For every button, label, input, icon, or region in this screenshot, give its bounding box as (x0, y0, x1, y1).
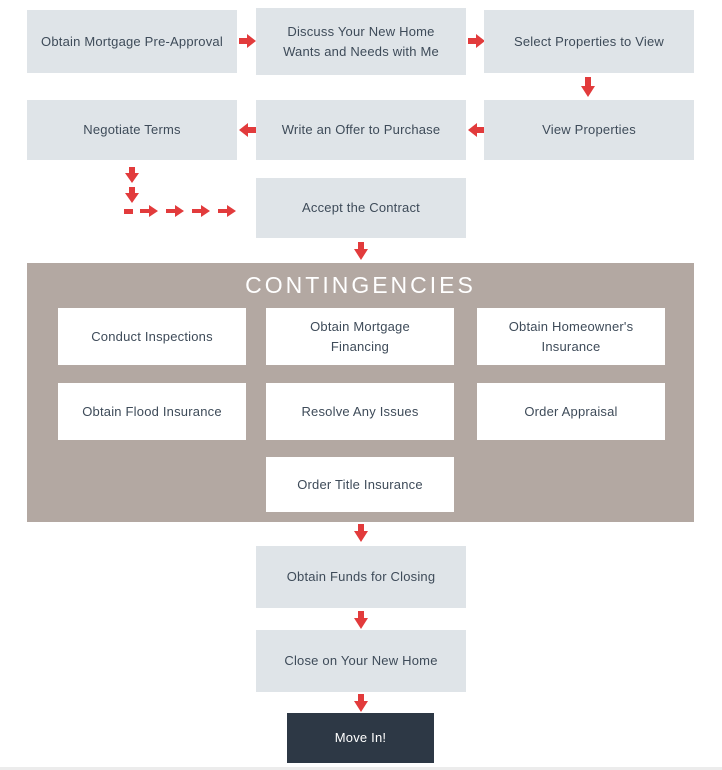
contingency-order-appraisal: Order Appraisal (477, 383, 665, 440)
contingency-obtain-homeowners-insurance: Obtain Homeowner's Insurance (477, 308, 665, 365)
dashed-arrow-right-segment-icon (140, 205, 158, 217)
step-select-properties: Select Properties to View (484, 10, 694, 73)
contingency-resolve-any-issues: Resolve Any Issues (266, 383, 454, 440)
arrow-down-icon (581, 77, 595, 97)
step-write-offer: Write an Offer to Purchase (256, 100, 466, 160)
contingencies-title: CONTINGENCIES (245, 272, 476, 298)
step-accept-contract: Accept the Contract (256, 178, 466, 238)
contingency-order-title-insurance: Order Title Insurance (266, 457, 454, 512)
contingency-obtain-mortgage-financing: Obtain Mortgage Financing (266, 308, 454, 365)
dashed-arrow-down-segment-icon (125, 187, 139, 203)
dashed-arrow-down-segment-icon (125, 167, 139, 183)
arrow-right-icon (468, 34, 485, 48)
dashed-arrow-right-segment-icon (166, 205, 184, 217)
step-obtain-funds-for-closing: Obtain Funds for Closing (256, 546, 466, 608)
step-obtain-mortgage-pre-approval: Obtain Mortgage Pre-Approval (27, 10, 237, 73)
step-close-on-new-home: Close on Your New Home (256, 630, 466, 692)
arrow-down-icon (354, 611, 368, 629)
contingency-conduct-inspections: Conduct Inspections (58, 308, 246, 365)
step-move-in: Move In! (287, 713, 434, 763)
dash-icon (124, 209, 133, 214)
arrow-down-icon (354, 242, 368, 260)
contingency-obtain-flood-insurance: Obtain Flood Insurance (58, 383, 246, 440)
arrow-down-icon (354, 524, 368, 542)
step-discuss-wants-and-needs: Discuss Your New Home Wants and Needs wi… (256, 8, 466, 75)
step-view-properties: View Properties (484, 100, 694, 160)
arrow-left-icon (468, 123, 485, 137)
arrow-left-icon (239, 123, 256, 137)
dashed-arrow-right-segment-icon (218, 205, 236, 217)
dashed-arrow-right-segment-icon (192, 205, 210, 217)
step-negotiate-terms: Negotiate Terms (27, 100, 237, 160)
arrow-right-icon (239, 34, 256, 48)
arrow-down-icon (354, 694, 368, 712)
